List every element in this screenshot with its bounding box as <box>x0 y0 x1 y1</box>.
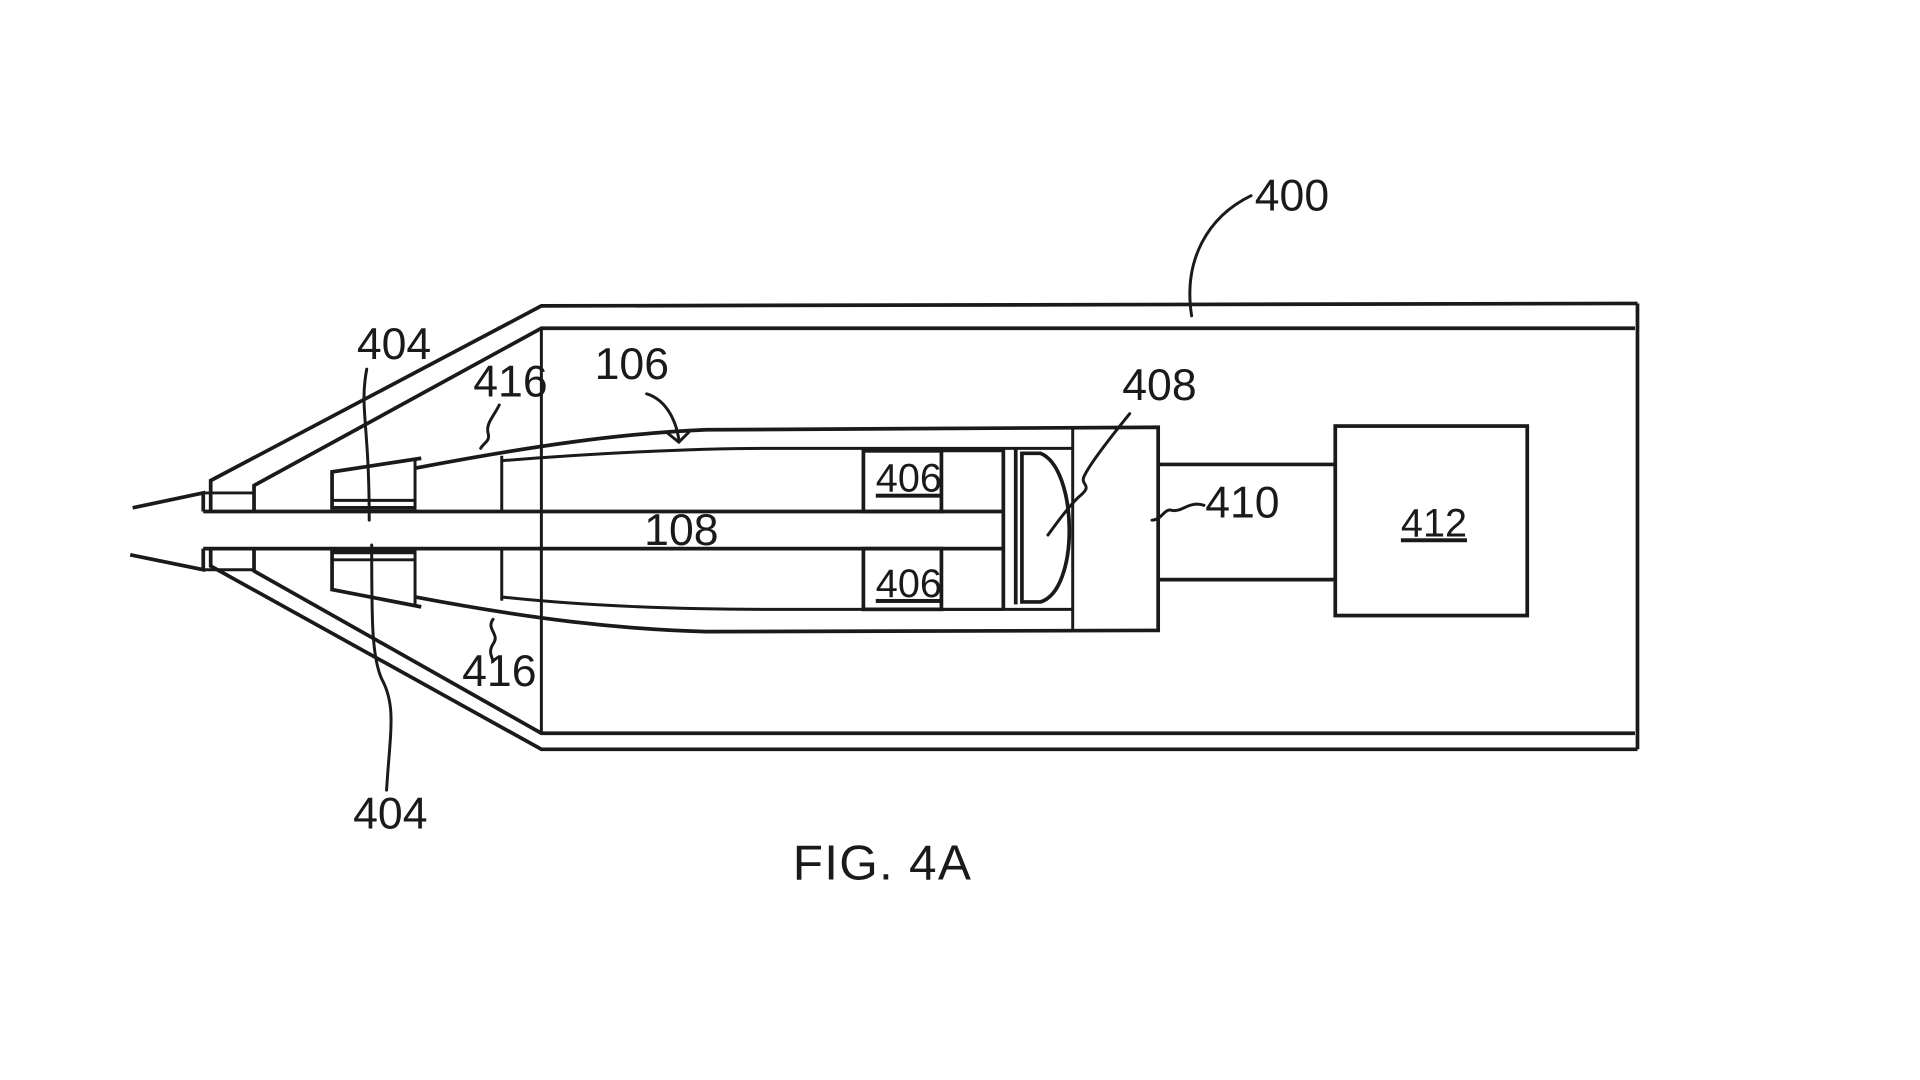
label-400: 400 <box>1255 172 1329 221</box>
shaft <box>203 509 1004 551</box>
label-412: 412 <box>1401 501 1467 545</box>
label-404-lower: 404 <box>353 790 427 839</box>
label-406-lower: 406 <box>876 562 942 606</box>
outer-housing <box>129 301 1640 752</box>
label-416-lower: 416 <box>462 647 536 696</box>
lens <box>1013 448 1072 605</box>
label-406-upper: 406 <box>876 457 942 501</box>
figure-caption: FIG. 4A <box>793 835 972 890</box>
blocks <box>861 448 1006 612</box>
label-108: 108 <box>644 506 718 555</box>
label-408: 408 <box>1122 361 1196 410</box>
label-410: 410 <box>1205 479 1279 528</box>
label-106: 106 <box>595 340 669 389</box>
label-416-upper: 416 <box>473 357 547 406</box>
tube <box>414 425 1161 634</box>
seals <box>330 456 422 609</box>
label-404-upper: 404 <box>357 320 431 369</box>
leader-lines <box>362 194 1253 792</box>
connector <box>1158 462 1336 582</box>
module-box <box>1333 424 1530 618</box>
